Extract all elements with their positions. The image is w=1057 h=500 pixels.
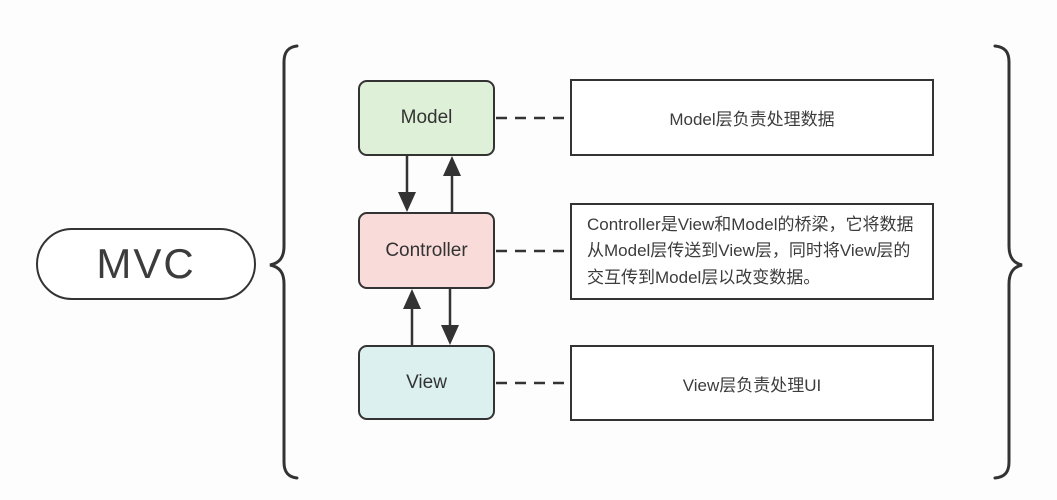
- edge-view-to-controller: [403, 289, 421, 345]
- node-model: Model: [358, 80, 495, 156]
- mvc-title-pill: MVC: [36, 228, 256, 300]
- description-box-model: Model层负责处理数据: [570, 79, 934, 156]
- description-box-view: View层负责处理UI: [570, 345, 934, 421]
- edge-controller-to-model: [443, 156, 461, 212]
- left-brace: [269, 44, 299, 480]
- node-model-label: Model: [400, 107, 453, 128]
- node-controller: Controller: [358, 212, 495, 289]
- node-controller-label: Controller: [385, 239, 468, 261]
- node-view-label: View: [406, 371, 447, 393]
- description-box-controller: Controller是View和Model的桥梁，它将数据从Model层传送到V…: [570, 203, 934, 300]
- mvc-title-label: MVC: [96, 240, 196, 287]
- right-brace: [993, 44, 1023, 480]
- node-view: View: [358, 345, 495, 420]
- description-model-text: Model层负责处理数据: [669, 110, 835, 129]
- edge-model-to-controller: [398, 156, 416, 212]
- description-view-text: View层负责处理UI: [682, 375, 822, 395]
- description-controller-text: Controller是View和Model的桥梁，它将数据从Model层传送到V…: [587, 214, 914, 287]
- edge-controller-to-view: [441, 289, 459, 345]
